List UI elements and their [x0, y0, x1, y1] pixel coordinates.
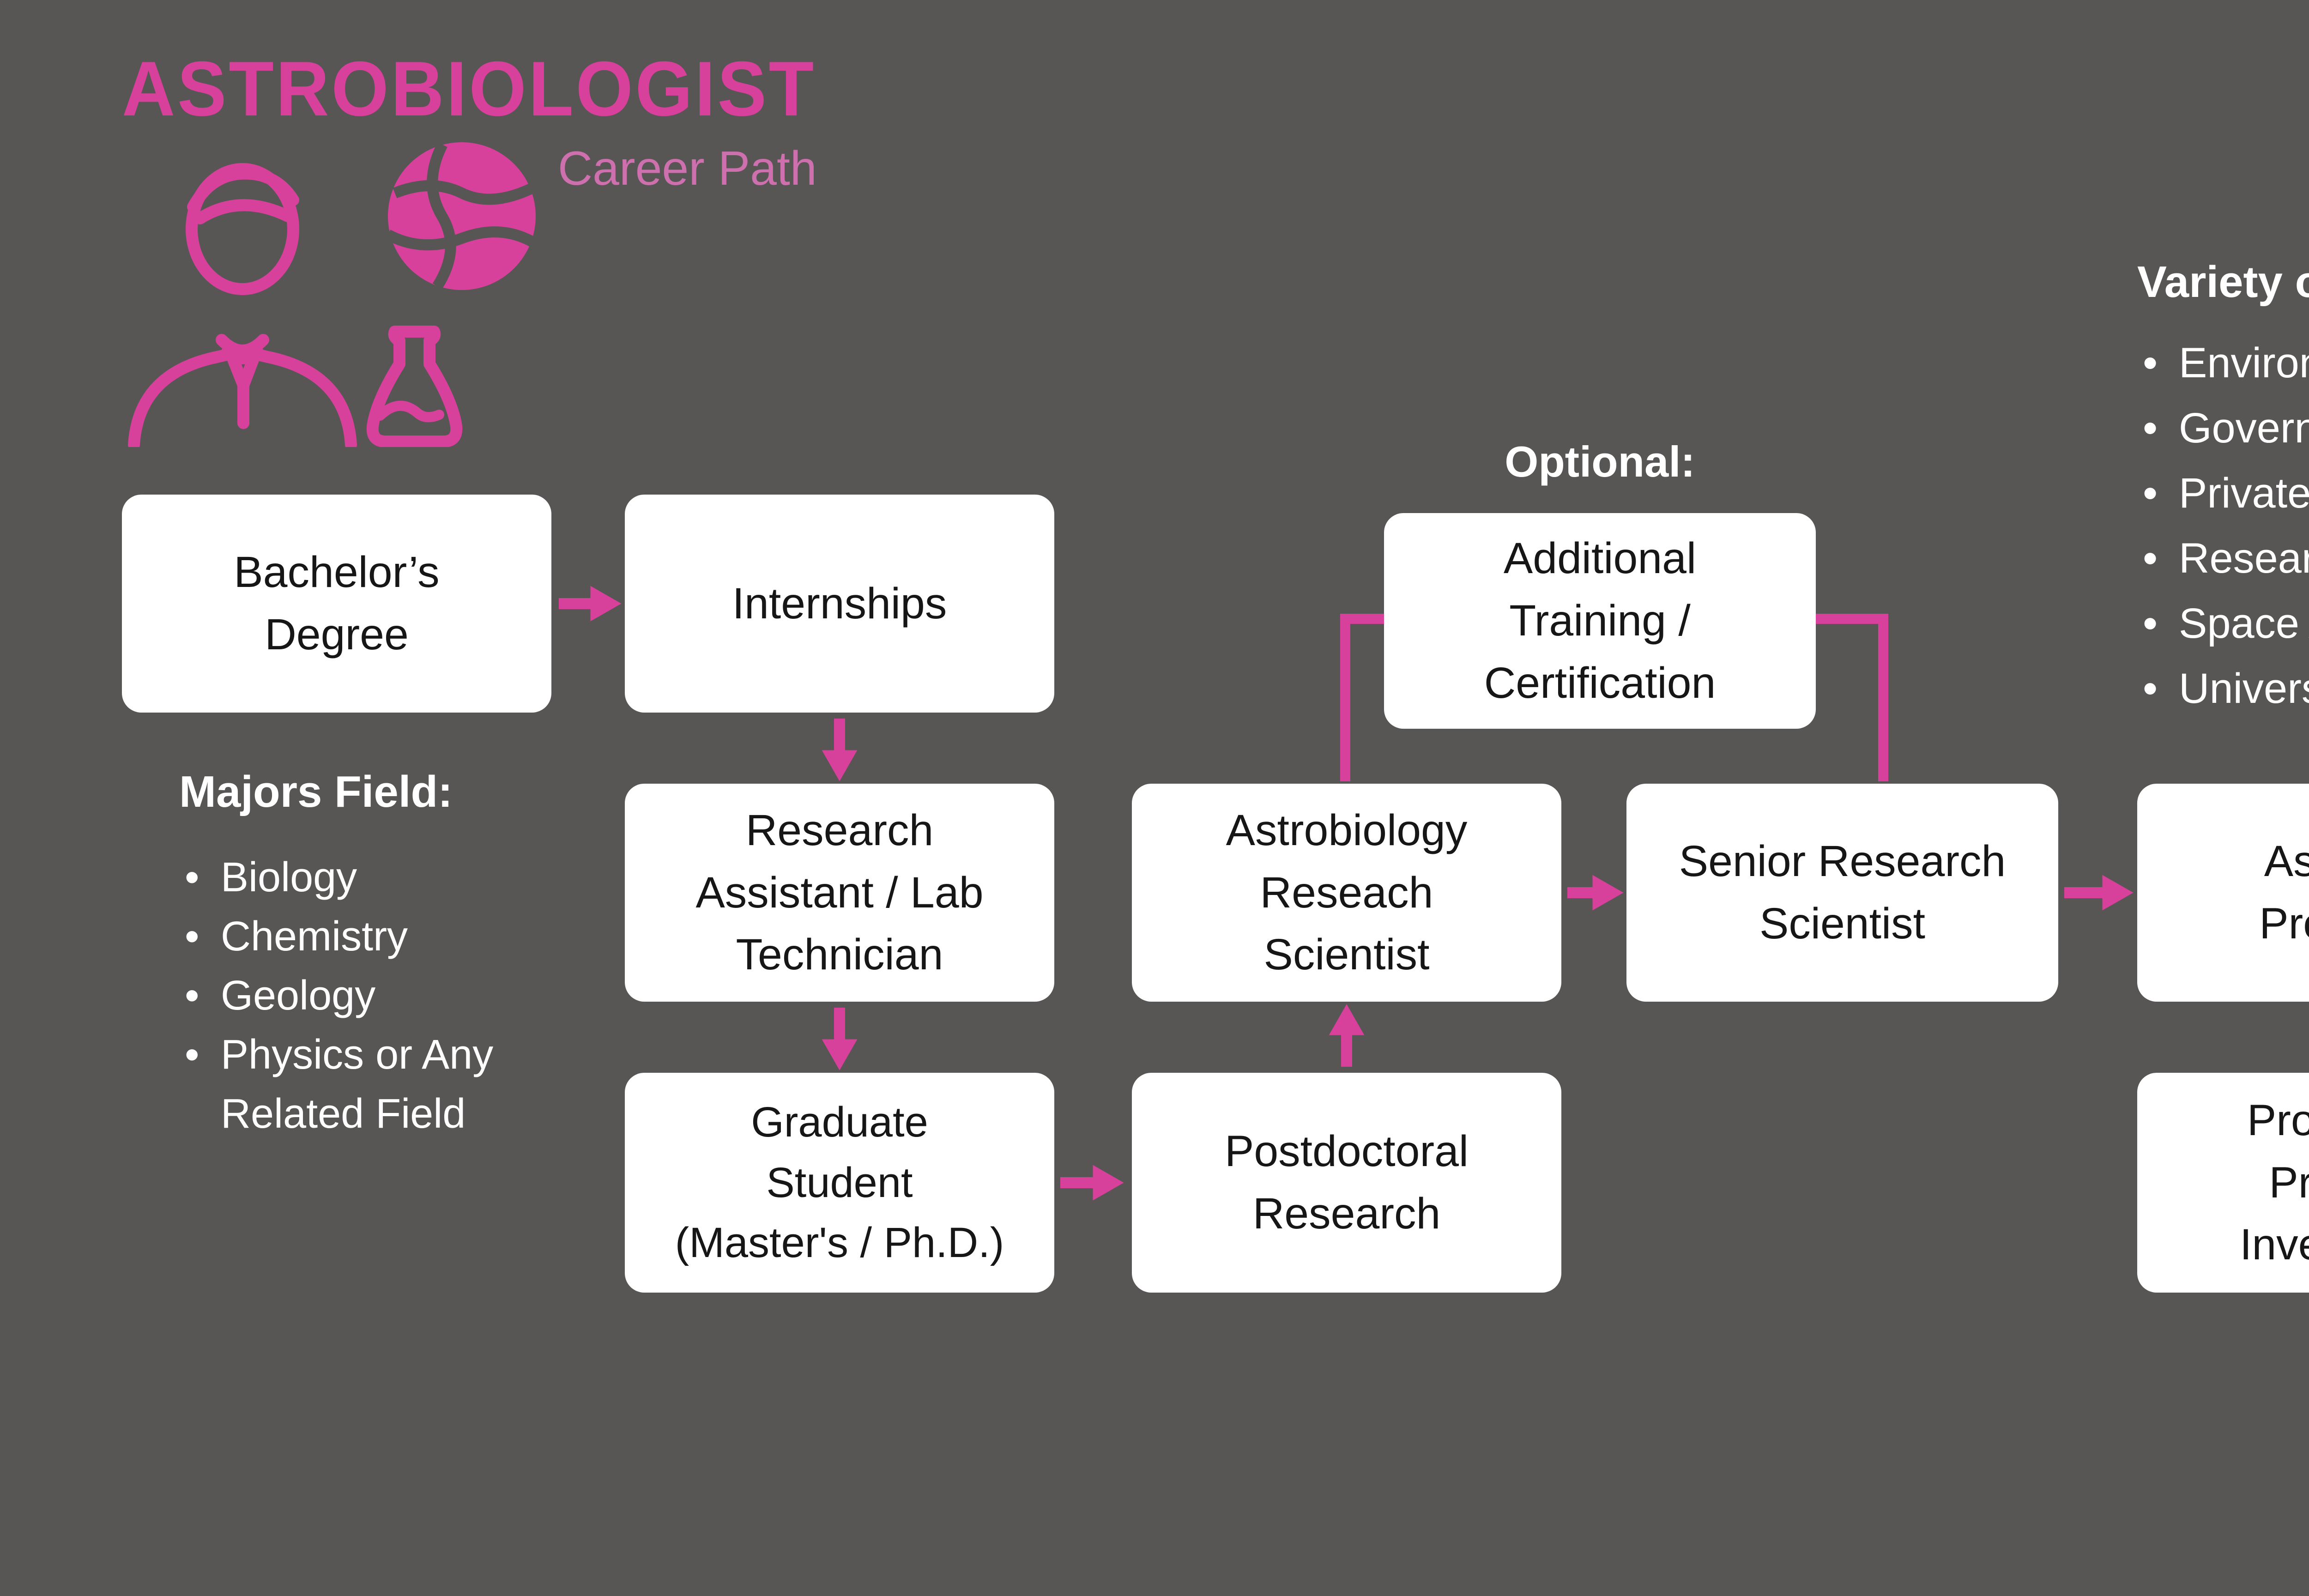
node-internships: Internships [625, 495, 1054, 713]
work-area-item: Private Aerospace Companies [2143, 461, 2309, 526]
majors-item: Physics or Any Related Field [185, 1025, 536, 1143]
globe-icon [385, 142, 538, 290]
work-area-item: Universities and Colleges [2143, 656, 2309, 721]
work-area-item: Research Institutions [2143, 526, 2309, 591]
work-areas-heading: Variety of areas can work at: [2137, 257, 2309, 307]
work-area-item: Space Agencies [2143, 591, 2309, 656]
node-additional-training: Additional Training / Certification [1384, 513, 1816, 729]
node-graduate-student: Graduate Student (Master's / Ph.D.) [625, 1073, 1054, 1293]
page-title: ASTROBIOLOGIST [122, 45, 816, 132]
flow-elbow-connector [1340, 614, 1390, 781]
work-areas-list: Environmental Consulting Firms Governmen… [2143, 331, 2309, 721]
majors-item: Biology [185, 848, 536, 907]
majors-list: Biology Chemistry Geology Physics or Any… [185, 848, 536, 1143]
page-subtitle: Career Path [558, 142, 817, 195]
node-bachelors-degree: Bachelor’s Degree [122, 495, 551, 713]
work-area-item: Government Agencies (e.g., NASA) [2143, 396, 2309, 461]
scientist-figure [128, 163, 463, 447]
majors-item: Chemistry [185, 907, 536, 966]
optional-label: Optional: [1505, 437, 1695, 486]
flow-elbow-connector [1810, 614, 1888, 781]
node-professor-principal-investigator: Professor / Principal Investigator [2137, 1073, 2309, 1293]
node-senior-research-scientist: Senior Research Scientist [1626, 784, 2058, 1002]
work-area-item: Environmental Consulting Firms [2143, 331, 2309, 396]
majors-heading: Majors Field: [179, 767, 453, 816]
node-astrobiology-research-scientist: Astrobiology Reseach Scientist [1132, 784, 1561, 1002]
majors-item: Geology [185, 966, 536, 1025]
node-assistant-professor: Assistant Professor [2137, 784, 2309, 1002]
scientist-icon [128, 142, 538, 447]
node-research-assistant: Research Assistant / Lab Technician [625, 784, 1054, 1002]
node-postdoctoral-research: Postdoctoral Research [1132, 1073, 1561, 1293]
